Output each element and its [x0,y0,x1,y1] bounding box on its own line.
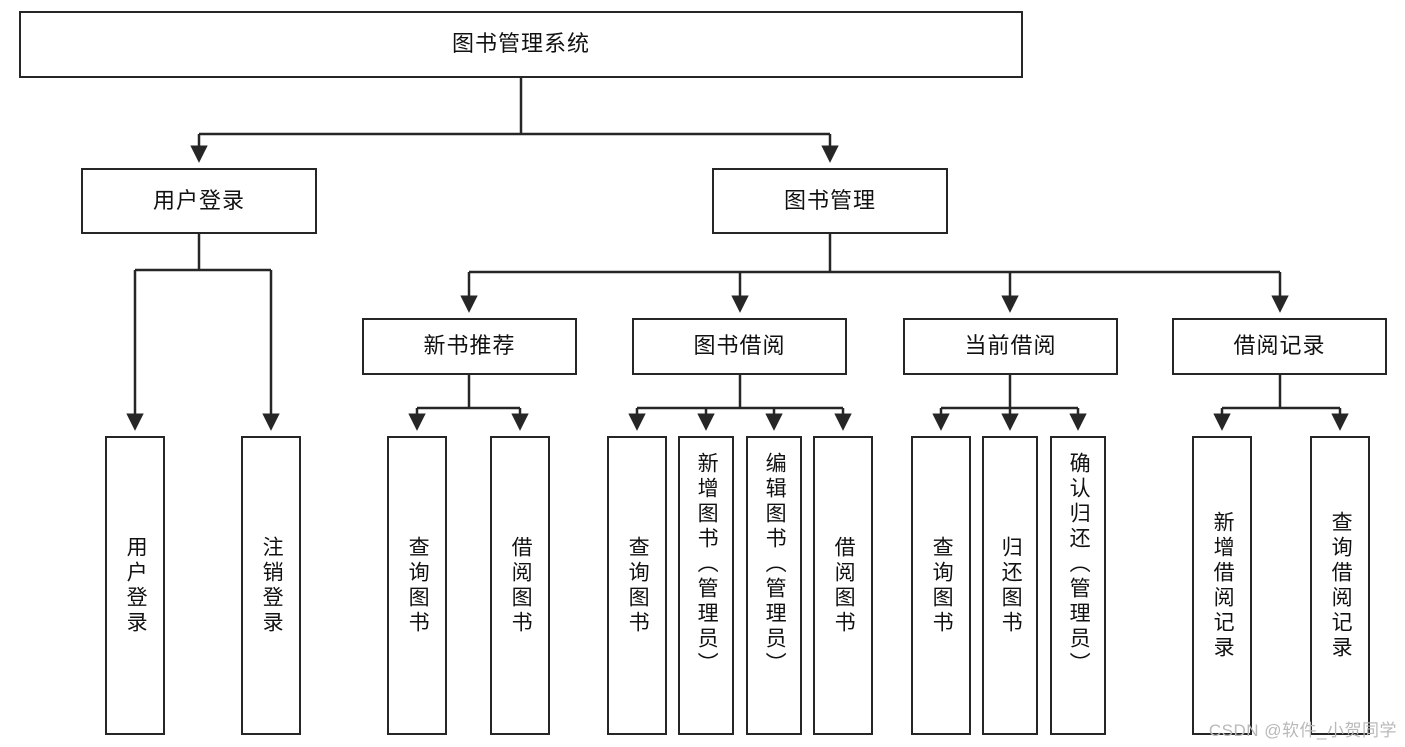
node-leaf-add-book-admin[interactable]: 新增图书（管理员） [678,436,734,735]
node-leaf-logout[interactable]: 注销登录 [241,436,301,735]
node-current-borrow[interactable]: 当前借阅 [903,318,1118,375]
node-book-borrow[interactable]: 图书借阅 [632,318,847,375]
node-root-book-management-system[interactable]: 图书管理系统 [19,11,1023,78]
csdn-watermark: CSDN @软件_小贺同学 [1208,721,1397,740]
node-leaf-return-book[interactable]: 归还图书 [982,436,1038,735]
node-book-management[interactable]: 图书管理 [712,168,948,234]
node-leaf-borrow-book-recommend[interactable]: 借阅图书 [490,436,550,735]
node-leaf-query-book-borrow[interactable]: 查询图书 [607,436,667,735]
node-leaf-user-login[interactable]: 用户登录 [105,436,165,735]
node-leaf-query-book-recommend[interactable]: 查询图书 [387,436,447,735]
node-leaf-edit-book-admin[interactable]: 编辑图书（管理员） [746,436,802,735]
node-borrow-record[interactable]: 借阅记录 [1172,318,1387,375]
node-leaf-borrow-book[interactable]: 借阅图书 [813,436,873,735]
node-leaf-query-borrow-record[interactable]: 查询借阅记录 [1310,436,1370,735]
node-leaf-add-borrow-record[interactable]: 新增借阅记录 [1192,436,1252,735]
node-leaf-confirm-return-admin[interactable]: 确认归还（管理员） [1050,436,1106,735]
node-leaf-query-book-current[interactable]: 查询图书 [911,436,971,735]
node-new-book-recommend[interactable]: 新书推荐 [362,318,577,375]
node-user-login[interactable]: 用户登录 [81,168,317,234]
